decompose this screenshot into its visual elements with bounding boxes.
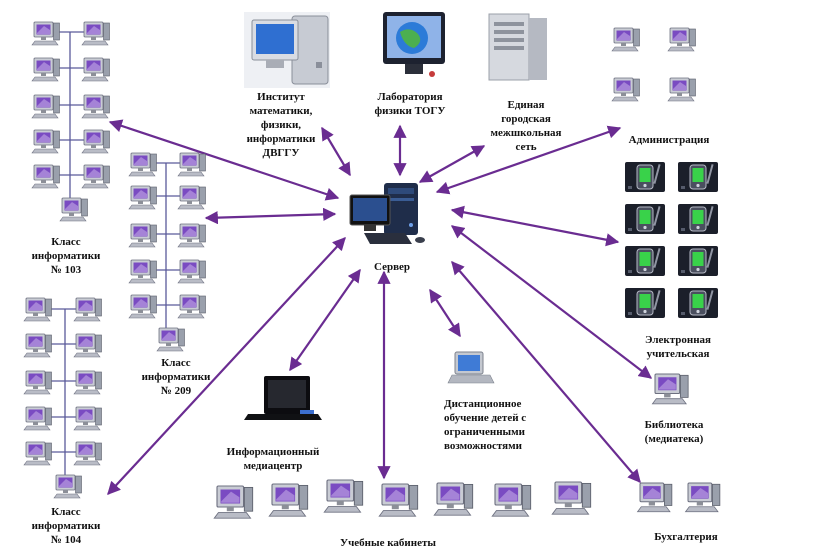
e-staffroom-label: Электронная учительская	[645, 334, 711, 360]
media-center-label: Информационный медиацентр	[226, 446, 320, 472]
physics-lab-label: Лаборатория физики ТОГУ	[374, 91, 446, 117]
server-tower-icon	[488, 13, 547, 81]
library-computer	[651, 373, 689, 405]
media-monitor-icon	[244, 376, 322, 420]
distance-learning-label: Дистанционное обучение детей с ограничен…	[444, 398, 527, 452]
arrow-class-209	[204, 207, 337, 225]
arrow-institute	[321, 126, 351, 177]
desktop-pc-icon	[244, 12, 330, 88]
accounting-computers	[636, 482, 721, 513]
institute-label: Институт математики, физики, информатики…	[246, 91, 316, 159]
laptop-icon	[447, 351, 495, 384]
server-label: Сервер	[373, 261, 411, 273]
arrow-media-center	[289, 268, 361, 372]
city-network-label: Единая городская межшкольная сеть	[490, 99, 562, 153]
class-103-computers	[31, 21, 110, 222]
server-computer-icon	[349, 183, 425, 244]
classrooms-label: Учебные кабинеты	[340, 537, 436, 549]
arrow-city-network	[418, 145, 486, 183]
class-209-computers	[128, 152, 206, 352]
accounting-label: Бухгалтерия	[654, 531, 718, 543]
arrow-class-103	[108, 119, 340, 201]
globe-monitor-icon	[383, 12, 445, 77]
connection-arrows	[107, 119, 653, 495]
class-104-computers	[23, 297, 102, 499]
classroom-computers	[213, 479, 592, 519]
library-label: Библиотека (медиатека)	[644, 419, 704, 445]
class-209-label: Класс информатики № 209	[141, 357, 211, 397]
administration-label: Администрация	[628, 134, 710, 146]
tablet-icon-group	[624, 161, 719, 319]
arrow-administration	[435, 125, 622, 195]
class-103-label: Класс информатики № 103	[31, 236, 101, 276]
administration-computers	[611, 27, 696, 102]
arrow-distance	[429, 288, 461, 338]
arrow-e-staffroom	[450, 205, 620, 247]
class-104-label: Класс информатики № 104	[31, 506, 101, 546]
arrow-accounting	[451, 260, 641, 484]
